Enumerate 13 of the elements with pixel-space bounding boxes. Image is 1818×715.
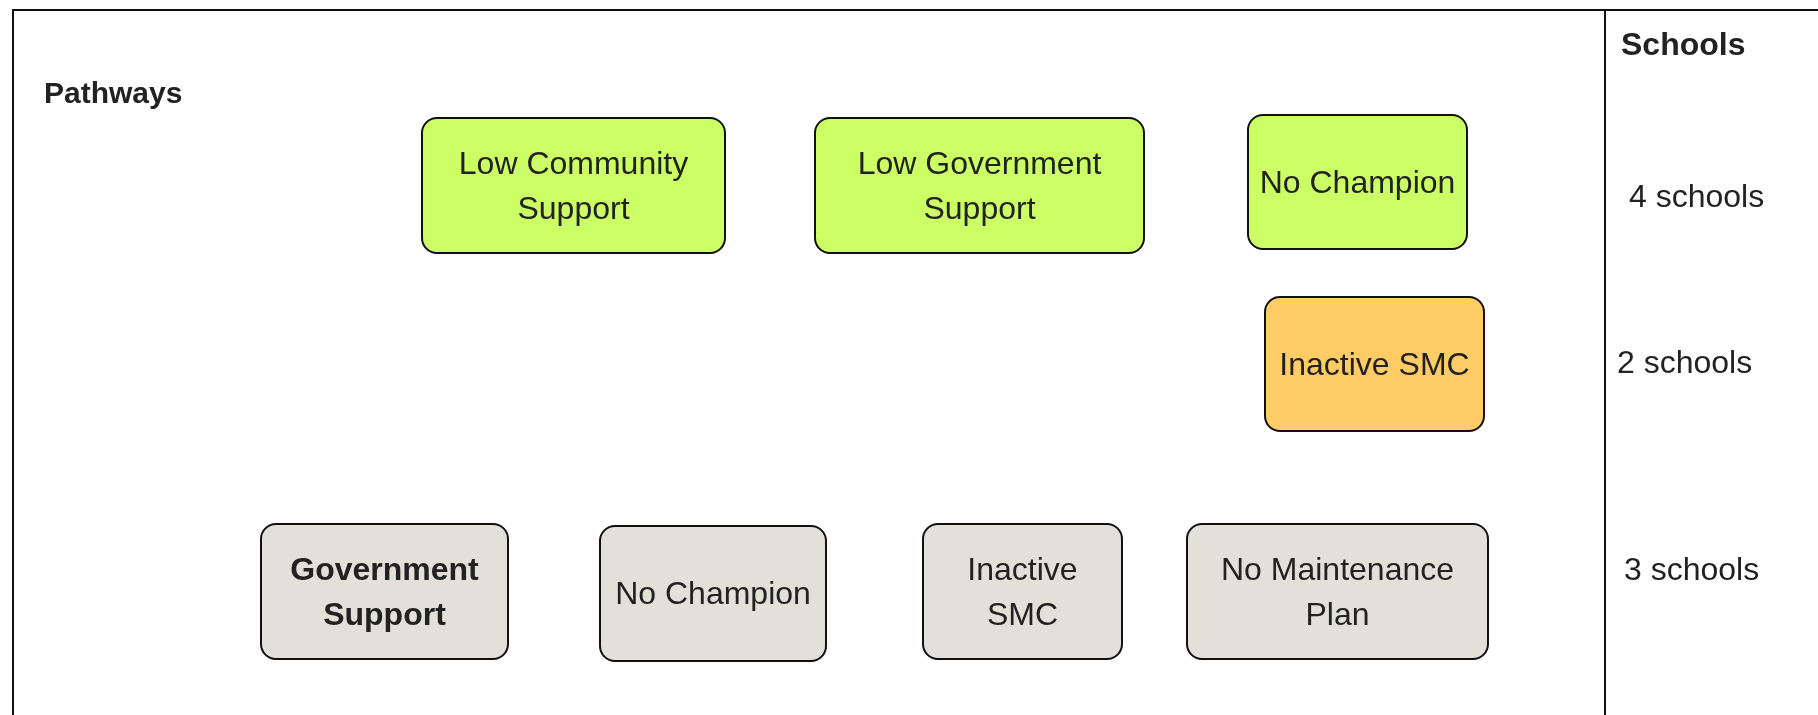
column-heading: Schools (1621, 26, 1746, 63)
school-count: 2 schools (1617, 344, 1753, 381)
pathway-box: No Maintenance Plan (1186, 523, 1489, 660)
pathway-box: Low Government Support (814, 117, 1145, 254)
column-heading: Pathways (44, 76, 183, 110)
school-count: 3 schools (1624, 551, 1760, 588)
pathway-box: No Champion (599, 525, 827, 662)
school-count: 4 schools (1629, 178, 1765, 215)
pathway-box: Government Support (260, 523, 509, 660)
pathway-box: Low Community Support (421, 117, 726, 254)
pathway-box: No Champion (1247, 114, 1468, 250)
pathway-box: Inactive SMC (1264, 296, 1485, 432)
pathway-box: Inactive SMC (922, 523, 1123, 660)
